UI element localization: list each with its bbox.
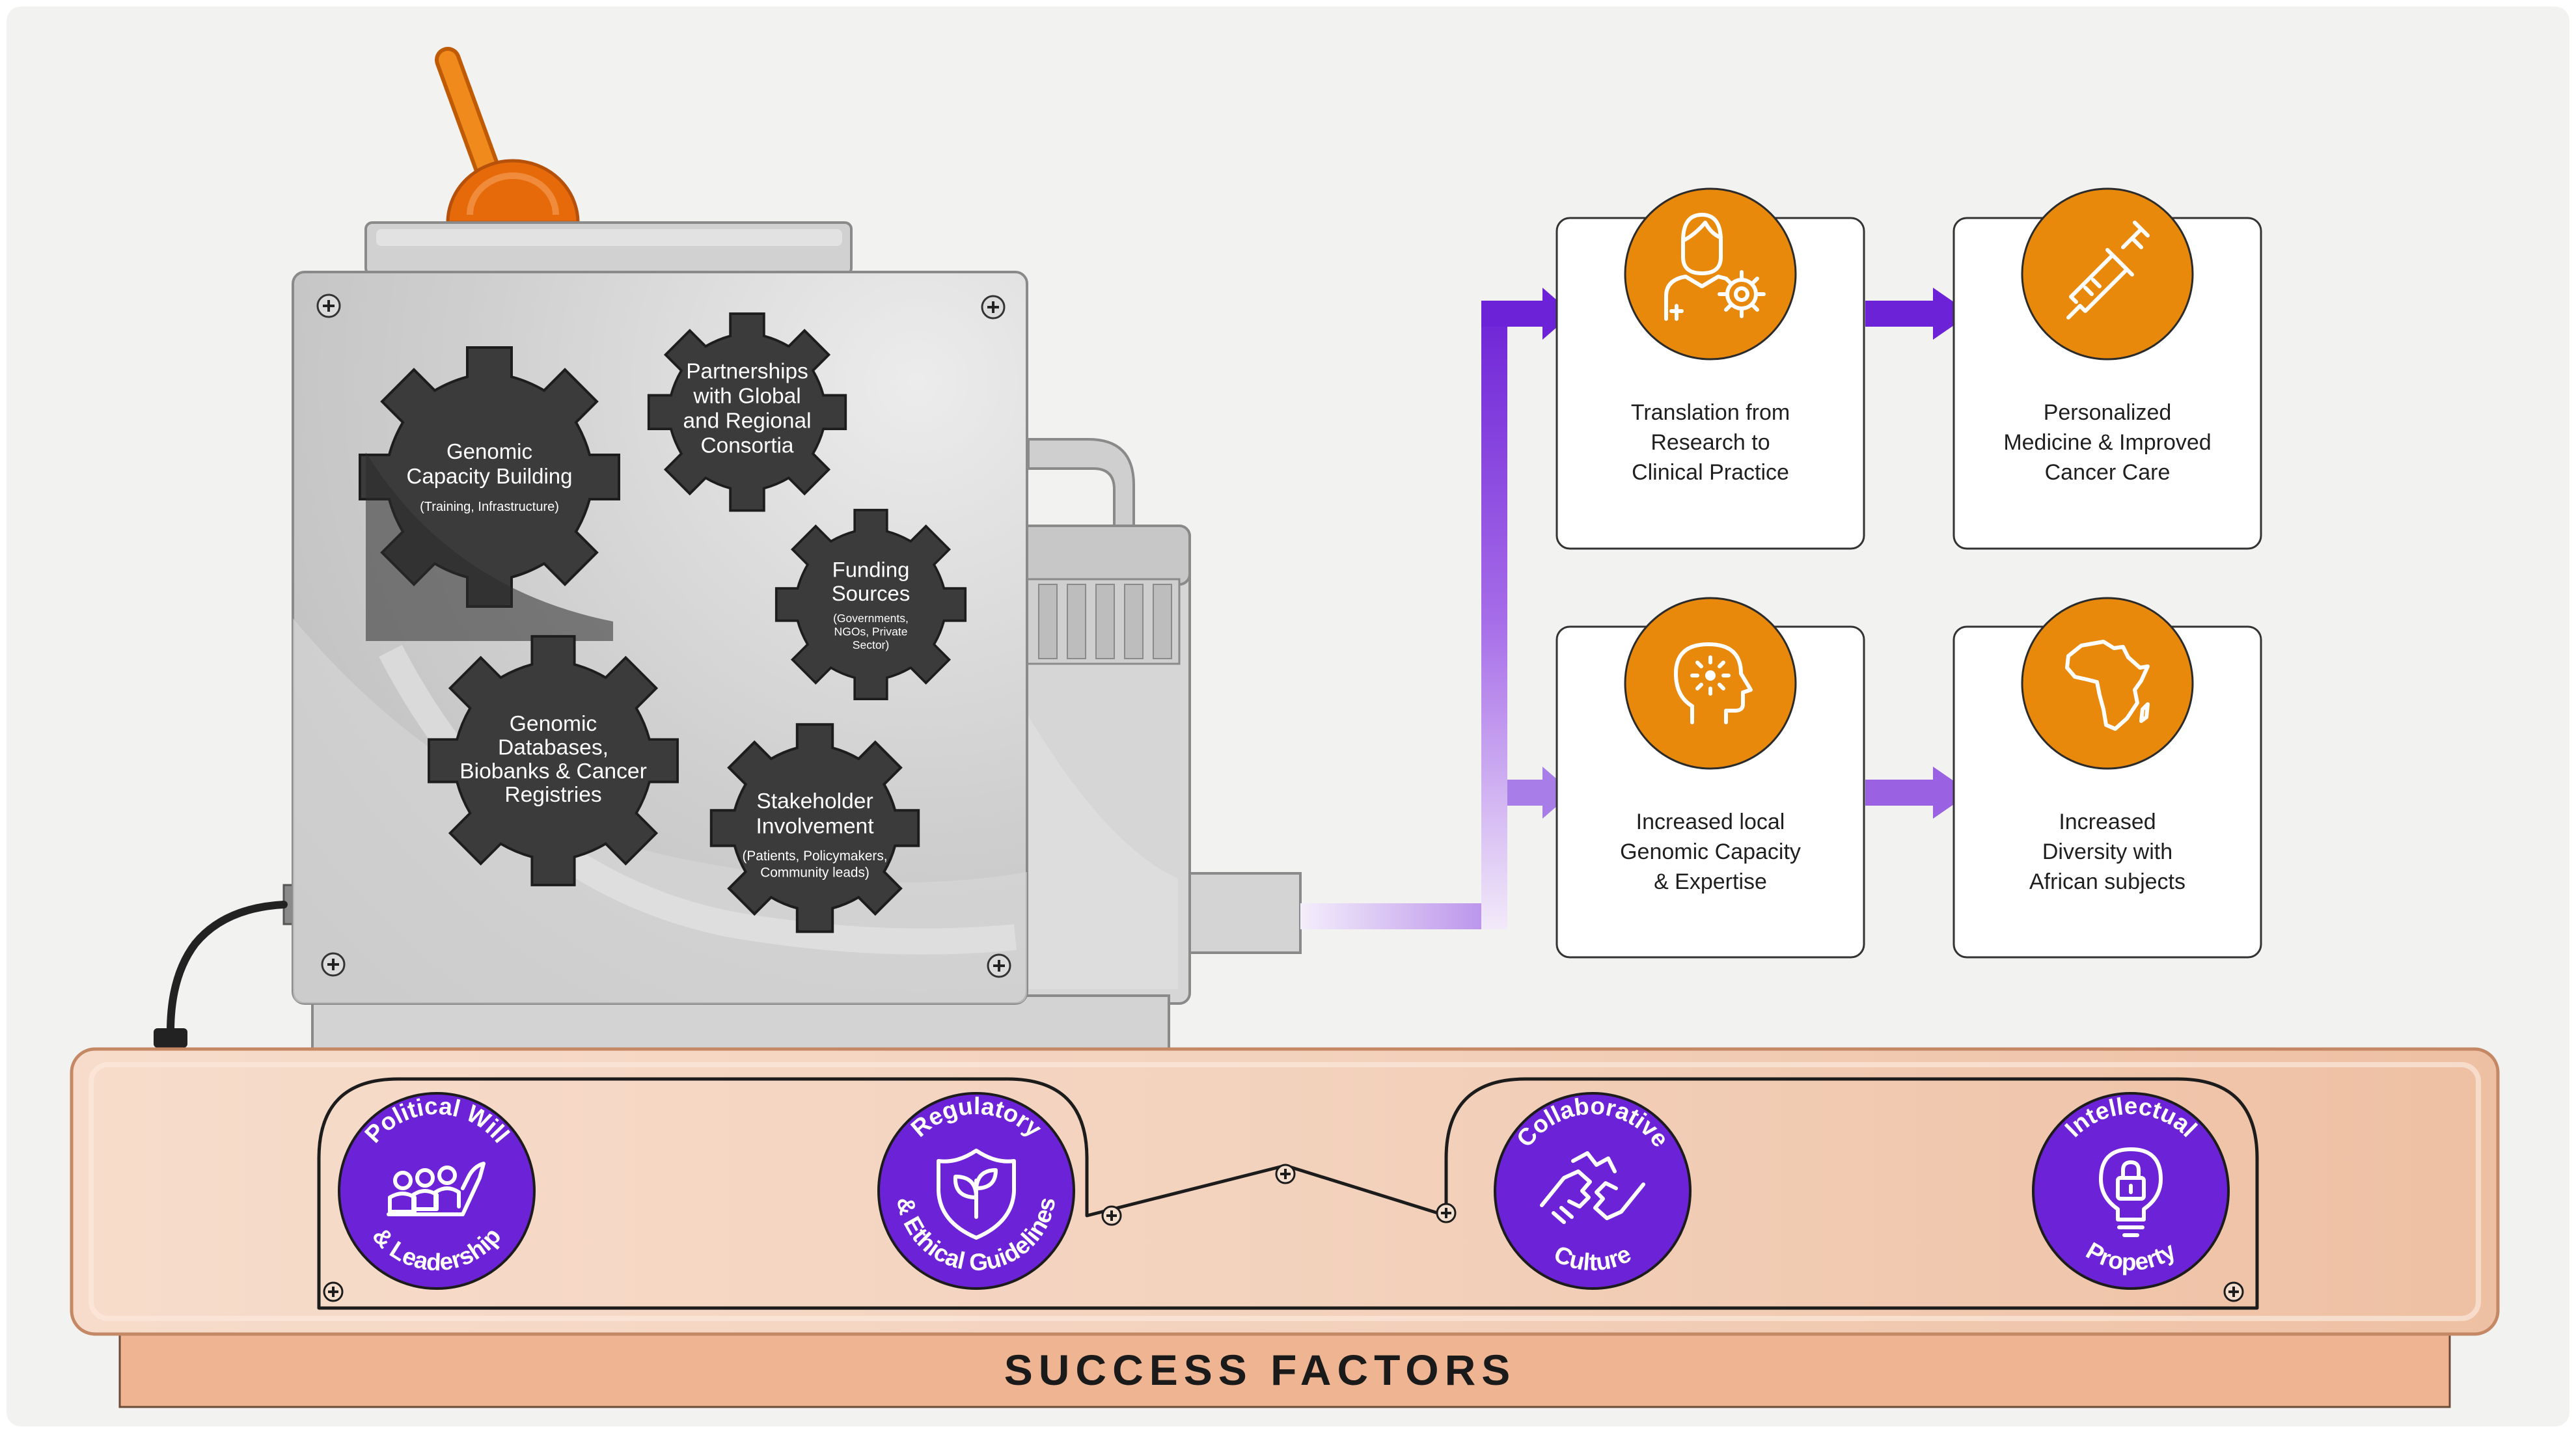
gear-stakeholder: Stakeholder Involvement (Patients, Polic… — [711, 724, 918, 931]
gear-text-line: Biobanks & Cancer — [459, 759, 647, 784]
gear-funding-sources: Funding Sources (Governments, NGOs, Priv… — [774, 508, 967, 701]
gear-title-line-1: Funding — [832, 558, 910, 582]
outcome-text-line: Research to — [1651, 430, 1770, 455]
output-arrows — [1300, 288, 1971, 929]
arrow-to-personalized — [1933, 288, 1971, 340]
outcome-text-line: African subjects — [2029, 869, 2185, 894]
outcome-text-line: Translation from — [1631, 400, 1790, 425]
outcome-icon-badge — [2021, 187, 2194, 361]
gear-title-line-2: Capacity Building — [407, 464, 573, 488]
gear-subtitle: Community leads) — [760, 866, 870, 880]
gear-partnerships: Partnerships with Global and Regional Co… — [647, 312, 847, 512]
outcome-card-translation: Translation from Research to Clinical Pr… — [1555, 187, 1865, 550]
syringe-icon — [2066, 221, 2150, 320]
screw — [987, 953, 1011, 978]
outcome-icon-badge — [1624, 597, 1797, 770]
outcome-text-line: Medicine & Improved — [2003, 430, 2211, 455]
gear-text-line: and Regional — [683, 409, 812, 433]
outcome-card-diversity: Increased Diversity with African subject… — [1953, 597, 2262, 959]
outcome-text-line: Personalized — [2044, 400, 2172, 425]
gear-text-line: Partnerships — [686, 360, 808, 384]
gear-genomic-capacity: Genomic Capacity Building (Training, Inf… — [359, 346, 620, 641]
outcome-text-line: Genomic Capacity — [1620, 839, 1801, 864]
screw — [1436, 1203, 1457, 1223]
people-hand-icon — [387, 1162, 486, 1216]
gear-text-line: with Global — [692, 385, 801, 409]
machine-vents — [1024, 578, 1181, 665]
screw — [981, 295, 1006, 320]
screw — [1275, 1164, 1296, 1184]
gear-title-line-1: Stakeholder — [756, 789, 873, 813]
gear-text-line: Genomic — [510, 712, 597, 736]
screw — [316, 293, 341, 318]
outcome-text-line: Diversity with — [2042, 839, 2172, 864]
conveyor-base — [118, 1331, 2451, 1408]
outcome-text-line: Clinical Practice — [1632, 460, 1789, 485]
output-flow-vertical — [1481, 301, 1507, 929]
gear-databases: Genomic Databases, Biobanks & Cancer Reg… — [428, 635, 679, 886]
arrow-to-diversity — [1933, 767, 1971, 819]
factor-collaborative: Collaborative Culture — [1494, 1092, 1692, 1290]
gear-text-line: Databases, — [498, 735, 609, 759]
factor-regulatory: Regulatory & Ethical Guidelines — [877, 1092, 1075, 1290]
africa-map-icon — [2065, 640, 2150, 731]
handshake-puzzle-icon — [1540, 1151, 1645, 1224]
gear-title-line-1: Genomic — [446, 439, 532, 463]
machine-output-spout — [1188, 872, 1302, 954]
gear-subtitle: (Training, Infrastructure) — [420, 500, 559, 514]
conveyor-belt — [70, 1047, 2500, 1336]
outcome-text-line: & Expertise — [1654, 869, 1767, 894]
gear-text-line: Consortia — [700, 434, 793, 458]
gear-subtitle: Sector) — [853, 638, 889, 651]
gear-title-line-2: Sources — [832, 581, 911, 605]
shield-leaf-icon — [937, 1149, 1016, 1240]
outcome-text-line: Cancer Care — [2045, 460, 2171, 485]
doctor-gear-icon — [1664, 213, 1766, 321]
factor-intellectual-property: Intellectual Property — [2032, 1092, 2230, 1290]
factor-political-will: Political Will & Leadership — [338, 1092, 536, 1290]
head-brain-icon — [1674, 642, 1753, 724]
screw — [321, 952, 346, 977]
outcome-card-personalized: Personalized Medicine & Improved Cancer … — [1953, 187, 2262, 550]
screw — [2223, 1281, 2244, 1302]
lever — [435, 47, 580, 225]
footer-title: SUCCESS FACTORS — [1004, 1346, 1516, 1394]
gear-text-line: Registries — [504, 783, 601, 807]
outcome-text-line: Increased local — [1636, 810, 1785, 834]
gear-title-line-2: Involvement — [756, 814, 874, 838]
success-factors-conveyor: SUCCESS FACTORS — [70, 1047, 2500, 1408]
machine-handle — [1027, 438, 1135, 528]
outcome-card-capacity: Increased local Genomic Capacity & Exper… — [1555, 597, 1865, 959]
outcome-text-line: Increased — [2059, 810, 2156, 834]
gear-subtitle: NGOs, Private — [834, 625, 908, 638]
gear-subtitle: (Governments, — [833, 612, 909, 625]
screw — [1101, 1205, 1122, 1226]
gear-subtitle: (Patients, Policymakers, — [742, 849, 887, 864]
screw — [323, 1281, 344, 1302]
lightbulb-lock-icon — [2099, 1147, 2163, 1237]
outcome-icon-badge — [2021, 597, 2194, 770]
output-flow-horizontal — [1300, 903, 1507, 929]
